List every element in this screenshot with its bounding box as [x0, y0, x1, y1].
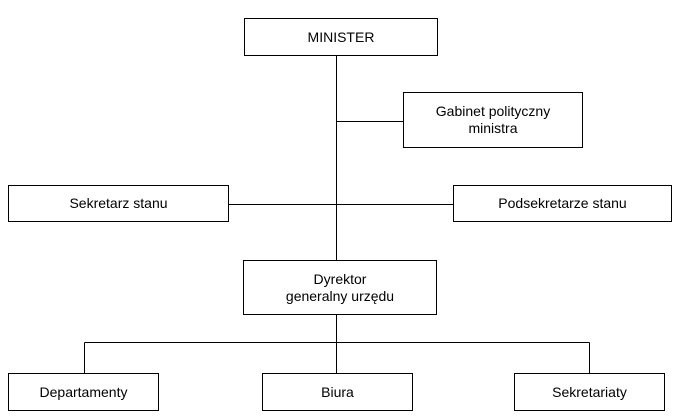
node-gabinet-polityczny: Gabinet polityczny ministra — [403, 92, 583, 148]
node-dyrektor-generalny: Dyrektor generalny urzędu — [243, 260, 437, 315]
node-sekretarz-stanu: Sekretarz stanu — [8, 185, 229, 222]
node-biura-label: Biura — [321, 383, 354, 400]
node-biura: Biura — [262, 373, 413, 411]
node-departamenty: Departamenty — [8, 373, 159, 411]
node-sekretarz-stanu-label: Sekretarz stanu — [69, 195, 168, 211]
node-minister: MINISTER — [244, 18, 438, 56]
node-sekretariaty: Sekretariaty — [514, 373, 665, 411]
node-podsekretarze-stanu-label: Podsekretarze stanu — [498, 195, 627, 211]
node-podsekretarze-stanu: Podsekretarze stanu — [453, 185, 672, 222]
node-minister-label: MINISTER — [307, 28, 375, 45]
node-sekretariaty-label: Sekretariaty — [552, 383, 627, 400]
node-departamenty-label: Departamenty — [39, 383, 128, 400]
node-gabinet-polityczny-label: Gabinet polityczny ministra — [435, 103, 551, 136]
node-dyrektor-generalny-label: Dyrektor generalny urzędu — [285, 270, 395, 304]
